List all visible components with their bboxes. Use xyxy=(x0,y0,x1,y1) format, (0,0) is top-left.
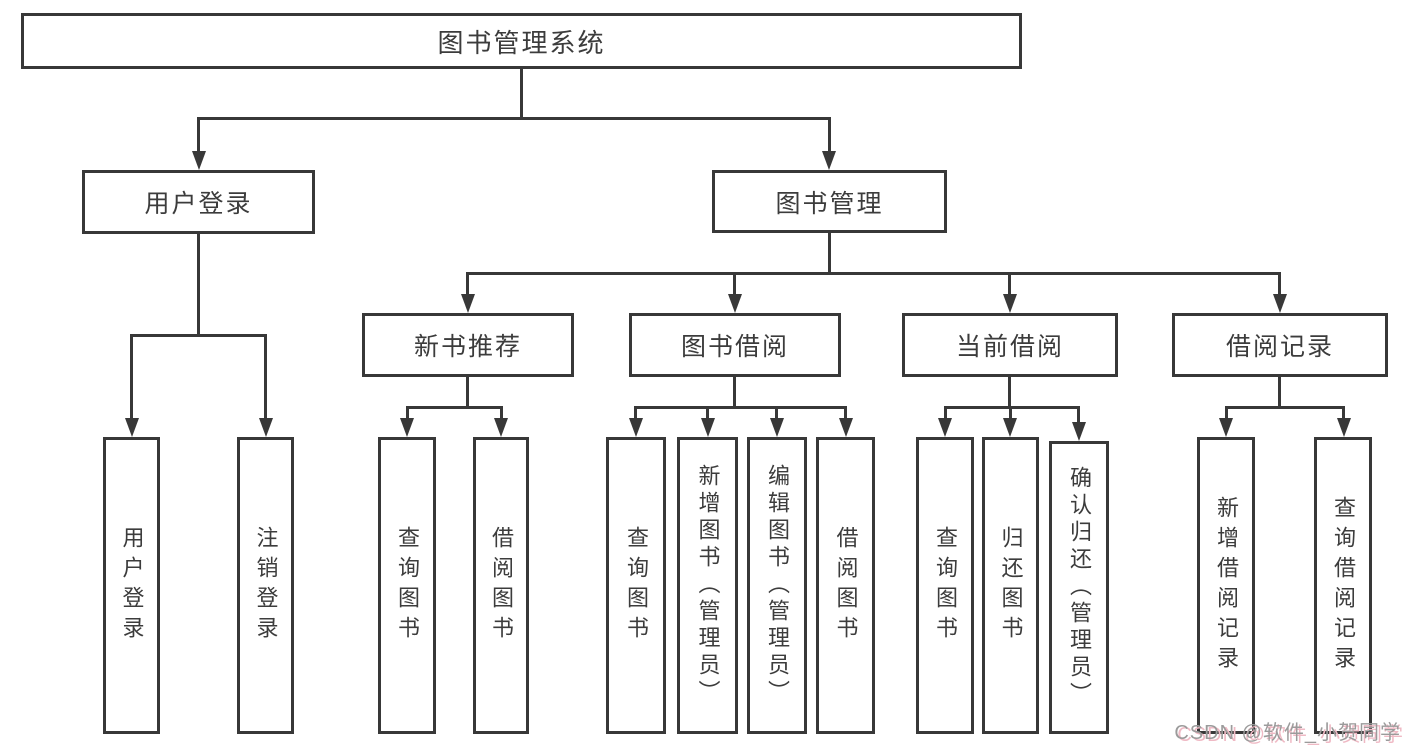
connector-line-vertical xyxy=(706,407,709,420)
leaf-logout: 注销登录 xyxy=(237,437,294,734)
node-label: 新增借阅记录 xyxy=(1214,495,1239,676)
connector-line-horizontal xyxy=(197,116,831,120)
leaf-query-books-current: 查询图书 xyxy=(916,437,974,734)
arrowhead-down-icon xyxy=(1002,294,1017,313)
connector-line-horizontal xyxy=(466,271,1281,275)
arrowhead-down-icon xyxy=(258,418,273,437)
arrowhead-down-icon xyxy=(938,418,952,437)
node-label: 图书管理系统 xyxy=(437,27,606,58)
node-root-library-system: 图书管理系统 xyxy=(21,13,1022,69)
node-label: 编辑图书（管理员） xyxy=(765,464,790,707)
connector-line-vertical xyxy=(499,407,503,420)
connector-line-vertical xyxy=(197,234,200,337)
arrowhead-down-icon xyxy=(1003,418,1017,437)
connector-line-vertical xyxy=(943,407,947,420)
node-label: 查询图书 xyxy=(624,525,649,646)
node-label: 查询图书 xyxy=(395,525,420,646)
connector-line-vertical xyxy=(466,273,469,296)
connector-line-vertical xyxy=(1278,273,1281,296)
node-current-borrow: 当前借阅 xyxy=(902,313,1118,377)
arrowhead-down-icon xyxy=(1219,418,1233,437)
arrowhead-down-icon xyxy=(1336,418,1351,437)
leaf-add-borrow-record: 新增借阅记录 xyxy=(1197,437,1255,734)
leaf-confirm-return-admin: 确认归还（管理员） xyxy=(1049,441,1109,734)
arrowhead-down-icon xyxy=(460,294,475,313)
leaf-query-borrow-record: 查询借阅记录 xyxy=(1314,437,1372,734)
connector-line-vertical xyxy=(197,118,200,153)
connector-line-vertical xyxy=(1342,407,1345,420)
connector-line-horizontal xyxy=(943,405,1080,409)
arrowhead-down-icon xyxy=(700,418,715,437)
arrowhead-down-icon xyxy=(1272,294,1287,313)
connector-line-vertical xyxy=(733,377,736,409)
arrowhead-down-icon xyxy=(727,294,742,313)
csdn-watermark: CSDN @软件_小贺同学 xyxy=(1174,722,1401,744)
node-label: 新书推荐 xyxy=(413,333,522,361)
node-book-management: 图书管理 xyxy=(712,170,947,233)
connector-line-vertical xyxy=(130,335,133,420)
connector-line-vertical xyxy=(1008,273,1011,296)
connector-line-vertical xyxy=(1077,407,1080,424)
leaf-borrow-books-recommend: 借阅图书 xyxy=(473,437,529,734)
connector-line-vertical xyxy=(844,407,847,420)
node-label: 用户登录 xyxy=(119,525,145,646)
leaf-query-books-borrow: 查询图书 xyxy=(606,437,666,734)
node-label: 确认归还（管理员） xyxy=(1067,466,1092,709)
connector-line-vertical xyxy=(775,407,778,420)
arrowhead-down-icon xyxy=(628,418,643,437)
node-label: 用户登录 xyxy=(144,190,253,218)
node-user-login: 用户登录 xyxy=(82,170,315,234)
connector-line-vertical xyxy=(827,233,831,275)
node-borrow-records: 借阅记录 xyxy=(1172,313,1388,377)
connector-line-vertical xyxy=(1278,377,1281,409)
node-label: 借阅图书 xyxy=(489,525,514,646)
connector-line-vertical xyxy=(520,69,523,119)
leaf-borrow-books: 借阅图书 xyxy=(816,437,875,734)
leaf-return-books: 归还图书 xyxy=(982,437,1039,734)
node-book-borrow: 图书借阅 xyxy=(629,313,841,377)
connector-line-vertical xyxy=(466,377,469,409)
node-label: 归还图书 xyxy=(998,525,1024,646)
connector-line-vertical xyxy=(634,407,637,420)
connector-line-vertical xyxy=(1224,407,1228,420)
leaf-edit-books-admin: 编辑图书（管理员） xyxy=(747,437,807,734)
arrowhead-down-icon xyxy=(1071,422,1086,441)
leaf-user-login: 用户登录 xyxy=(103,437,160,734)
arrowhead-down-icon xyxy=(124,418,139,437)
connector-line-vertical xyxy=(827,118,831,153)
node-label: 图书借阅 xyxy=(680,333,789,361)
arrowhead-down-icon xyxy=(191,151,206,170)
arrowhead-down-icon xyxy=(838,418,853,437)
node-label: 图书管理 xyxy=(775,189,884,218)
node-new-book-recommend: 新书推荐 xyxy=(362,313,574,377)
node-label: 查询图书 xyxy=(933,525,958,646)
arrowhead-down-icon xyxy=(769,418,784,437)
connector-line-horizontal xyxy=(1224,405,1345,409)
connector-line-vertical xyxy=(1008,377,1011,409)
node-label: 借阅图书 xyxy=(833,525,859,646)
node-label: 查询借阅记录 xyxy=(1331,495,1356,676)
arrowhead-down-icon xyxy=(494,418,508,437)
leaf-query-books-recommend: 查询图书 xyxy=(378,437,436,734)
connector-line-horizontal xyxy=(634,405,847,409)
arrowhead-down-icon xyxy=(822,151,836,170)
node-label: 新增图书（管理员） xyxy=(695,464,721,707)
connector-line-vertical xyxy=(264,335,267,420)
leaf-add-books-admin: 新增图书（管理员） xyxy=(677,437,738,734)
arrowhead-down-icon xyxy=(400,418,414,437)
connector-line-vertical xyxy=(1008,407,1012,420)
node-label: 借阅记录 xyxy=(1225,333,1334,361)
connector-line-horizontal xyxy=(405,405,503,409)
connector-line-vertical xyxy=(733,273,736,296)
node-label: 注销登录 xyxy=(253,525,279,646)
connector-line-horizontal xyxy=(130,333,267,337)
connector-line-vertical xyxy=(405,407,409,420)
node-label: 当前借阅 xyxy=(955,333,1064,361)
